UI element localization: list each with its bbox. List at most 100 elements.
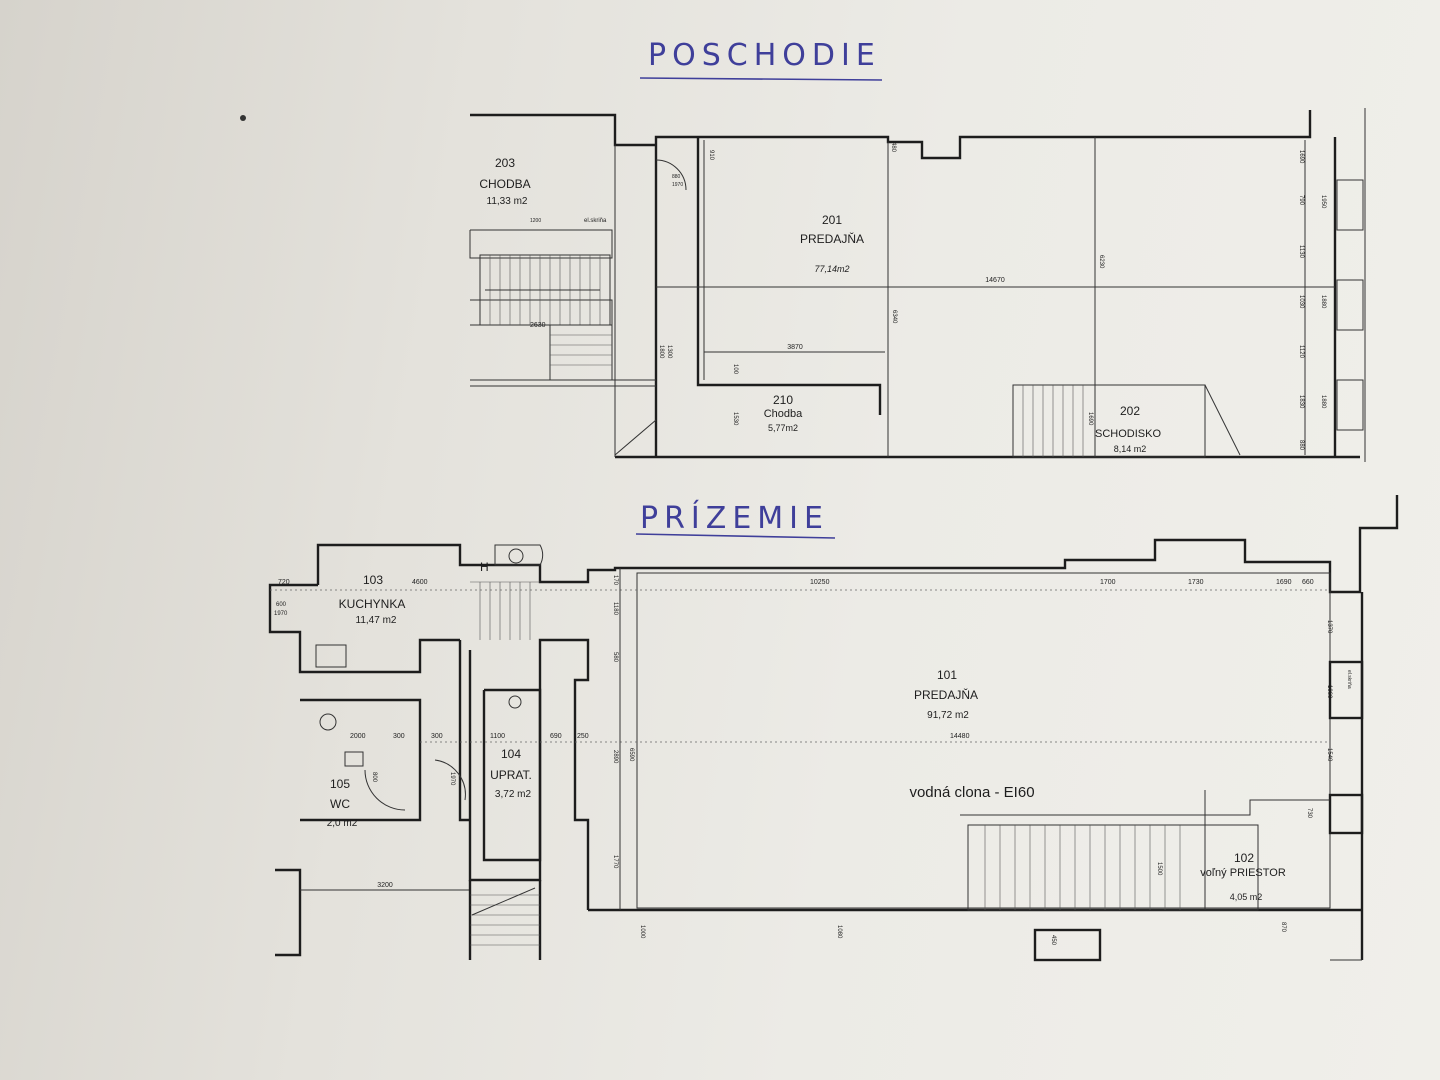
dim: 1690 [1276, 579, 1292, 586]
ground-outer-wall-top [316, 495, 1399, 594]
uprat-sink [508, 695, 522, 709]
upper-left-block [469, 229, 613, 259]
upper-room-labels: 203 CHODBA 11,33 m2 201 PREDAJŇA 77,14m2… [479, 156, 1161, 454]
room-202-area: 8,14 m2 [1114, 444, 1147, 454]
dim: 1120 [1298, 345, 1304, 359]
ground-left-wall [268, 583, 460, 674]
dim: 1700 [1100, 579, 1116, 586]
ground-dimension-labels: 720 4600 10250 1700 1730 1690 660 170 60… [274, 575, 1332, 946]
dim: 1800 [658, 345, 664, 359]
dim: 2630 [530, 322, 546, 329]
dim: 300 [431, 733, 443, 740]
heading-prizemie-underline [635, 533, 836, 539]
corridor-door-swing [434, 759, 466, 801]
dim: 1950 [1320, 195, 1326, 209]
dim: 720 [278, 579, 290, 586]
dim: 14670 [985, 277, 1005, 284]
dim: 1830 [1298, 395, 1304, 409]
dim: 2000 [350, 733, 366, 740]
dim: 1060 [1326, 685, 1332, 699]
ground-floor-plan [268, 495, 1399, 962]
dim: 580 [612, 652, 618, 663]
room-203-area: 11,33 m2 [487, 196, 528, 207]
room-201-name: PREDAJŇA [800, 231, 864, 246]
dim: 250 [577, 733, 589, 740]
dim: 1690 [1298, 150, 1304, 164]
ink-speck [240, 115, 246, 121]
ground-label-el-skrina: el.skriňa [1346, 670, 1352, 689]
dim: 790 [1298, 195, 1304, 206]
dim: 300 [393, 733, 405, 740]
dim: 1130 [1298, 245, 1304, 259]
room-203-number: 203 [495, 156, 515, 170]
room-104-name: UPRAT. [490, 768, 532, 782]
ground-el-skrina-box [1328, 660, 1364, 720]
ground-central-stairs [470, 581, 540, 946]
room-102-area: 4,05 m2 [1230, 892, 1263, 902]
upper-door-swing [655, 159, 687, 191]
wc-fixture [319, 713, 337, 731]
dim: 6590 [628, 748, 634, 762]
room-102-number: 102 [1234, 851, 1254, 865]
dim: 1690 [1087, 412, 1093, 426]
room-101-name: PREDAJŇA [914, 687, 978, 702]
room-210-area: 5,77m2 [768, 423, 798, 433]
room-105-number: 105 [330, 777, 350, 791]
dim: 660 [1302, 579, 1314, 586]
upper-inner-partition [696, 137, 882, 415]
room-201-number: 201 [822, 213, 842, 227]
dim: 2890 [612, 750, 618, 764]
room-101-number: 101 [937, 668, 957, 682]
room-101-area: 91,72 m2 [927, 710, 969, 721]
dim: 1730 [1188, 579, 1204, 586]
dim: 6230 [1098, 255, 1104, 269]
dim: 1030 [1298, 295, 1304, 309]
dim: 1100 [490, 733, 505, 740]
water-curtain-label: vodná clona - EI60 [909, 784, 1034, 801]
dim: 1970 [274, 611, 288, 617]
hydrant-box [494, 544, 544, 566]
upper-door-diag [614, 419, 657, 456]
upper-stairs-202 [1012, 384, 1241, 458]
dim: 1970 [449, 772, 455, 786]
dim: 880 [1298, 440, 1304, 451]
room-201-area: 77,14m2 [814, 264, 849, 274]
room-202-number: 202 [1120, 404, 1140, 418]
ground-kitchen-wall [458, 640, 470, 822]
dim: 4600 [412, 579, 428, 586]
ground-room-labels: 103 KUCHYNKA 11,47 m2 101 PREDAJŇA 91,72… [327, 560, 1352, 902]
wc-door-swing [364, 769, 406, 811]
dim: 1180 [612, 602, 618, 616]
heading-poschodie: POSCHODIE [648, 38, 881, 73]
dim: 730 [1306, 808, 1312, 819]
dim: 170 [612, 575, 618, 586]
dim: 3870 [787, 344, 803, 351]
dim: 1530 [732, 412, 738, 426]
dim: 14480 [950, 733, 970, 740]
ground-right-box [1328, 793, 1364, 835]
dim: 880 [672, 174, 681, 180]
dim: 1880 [1320, 395, 1326, 409]
wc-basin [344, 751, 364, 767]
room-105-area: 2,0 m2 [327, 818, 358, 829]
dim: 690 [550, 733, 562, 740]
room-104-area: 3,72 m2 [495, 789, 532, 800]
dim: 1000 [639, 925, 645, 939]
ground-wc-wall [300, 698, 422, 822]
room-103-area: 11,47 m2 [356, 615, 397, 626]
upper-left-stairs [479, 254, 613, 381]
hydrant-label: H [480, 560, 489, 574]
dim: 450 [1050, 935, 1056, 946]
dim: 1500 [1156, 862, 1162, 876]
ground-stairs-102 [960, 790, 1330, 911]
dim: 800 [371, 772, 377, 783]
heading-prizemie: PRÍZEMIE [640, 500, 829, 536]
dim: 480 [890, 142, 896, 153]
dim: 3200 [377, 882, 393, 889]
dim: 1970 [672, 182, 683, 188]
room-103-number: 103 [363, 573, 383, 587]
dim: 1880 [1320, 295, 1326, 309]
room-104-number: 104 [501, 747, 521, 761]
dim: 1200 [530, 218, 541, 224]
